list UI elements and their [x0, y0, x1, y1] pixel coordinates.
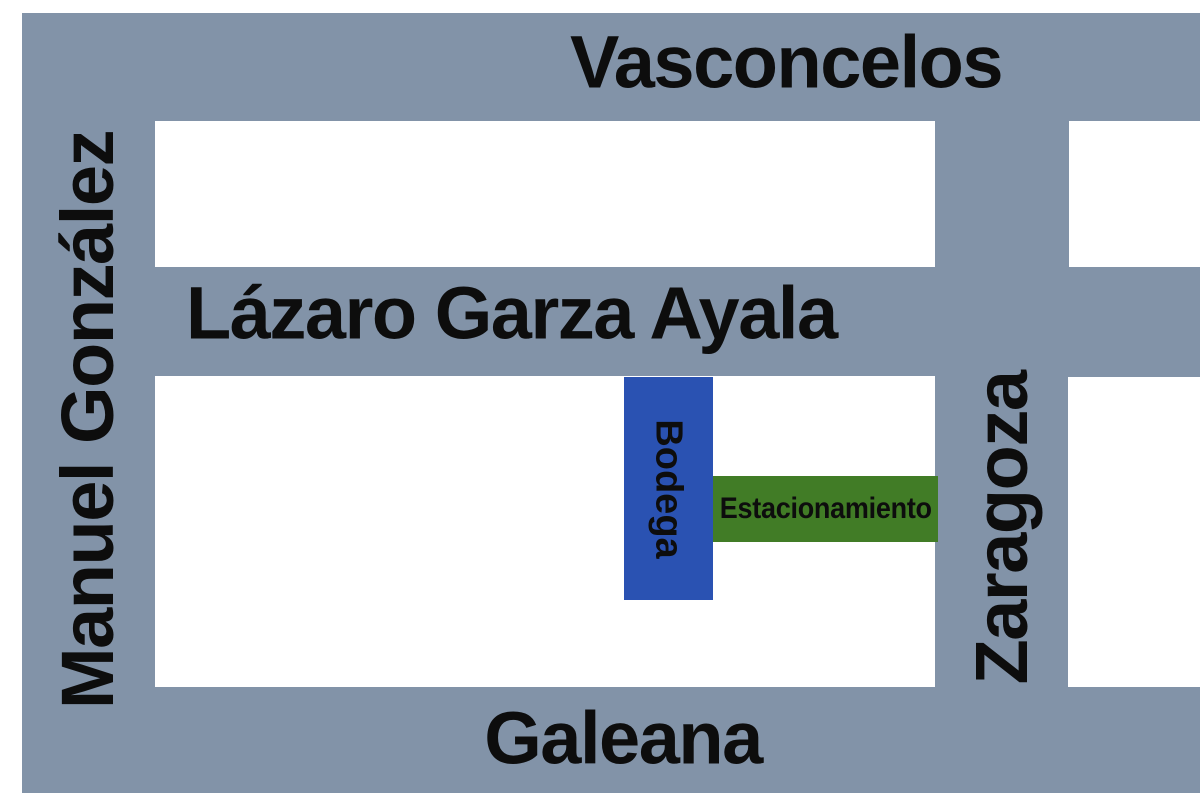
street-label-vasconcelos: Vasconcelos: [569, 20, 1004, 104]
bodega-building: Bodega: [624, 377, 713, 600]
city-block-top-left: [155, 121, 935, 267]
street-label-manuel-gonzalez: Manuel González: [46, 130, 129, 710]
city-block-top-right: [1069, 121, 1200, 267]
street-label-zaragoza: Zaragoza: [960, 371, 1043, 685]
city-block-middle-right: [1068, 377, 1200, 687]
bodega-label: Bodega: [647, 418, 690, 559]
estacionamiento-area: Estacionamiento: [713, 476, 938, 542]
street-label-galeana: Galeana: [484, 696, 763, 780]
street-label-lazaro-garza-ayala: Lázaro Garza Ayala: [186, 271, 838, 355]
estacionamiento-label: Estacionamiento: [719, 492, 932, 525]
